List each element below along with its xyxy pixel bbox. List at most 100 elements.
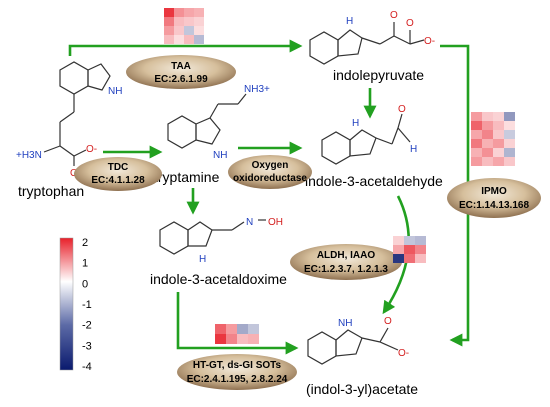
heatmap-taa-cell (184, 8, 194, 17)
color-scale-tick-label: 0 (82, 278, 88, 290)
indole-3-acetaldehyde-label: indole-3-acetaldehyde (305, 173, 443, 189)
heatmap-ipmo-cell (504, 148, 515, 157)
heatmap-ipmo-cell (471, 148, 482, 157)
tryptophan-label: tryptophan (18, 183, 84, 199)
iaald-o-atom: O (398, 104, 406, 115)
heatmap-htgt-cell (226, 334, 237, 344)
heatmap-taa-cell (174, 8, 184, 17)
heatmap-ipmo-cell (504, 139, 515, 148)
heatmap-taa-cell (164, 35, 174, 44)
heatmap-ipmo-cell (471, 121, 482, 130)
indolepyruvate-o-minus-atom: O- (424, 36, 435, 47)
heatmap-htgt-cell (237, 334, 248, 344)
enzyme-taa-ec: EC:2.6.1.99 (154, 74, 208, 85)
indole-3-acetaldoxime-label: indole-3-acetaldoxime (150, 271, 287, 287)
enzyme-htgt-ec: EC:2.4.1.195, 2.8.2.24 (187, 374, 288, 385)
heatmap-aldh-iaao-cell (415, 254, 426, 263)
heatmap-ipmo-cell (482, 112, 493, 121)
heatmap-taa-cell (164, 17, 174, 26)
enzyme-ipmo: IPMO EC:1.14.13.168 (447, 178, 541, 218)
heatmap-ipmo-cell (493, 121, 504, 130)
enzyme-taa-name: TAA (171, 61, 191, 72)
heatmap-taa-cell (164, 8, 174, 17)
heatmap-ipmo-cell (504, 112, 515, 121)
iaox-n-atom: N (246, 217, 253, 228)
iaa-o-minus-atom: O- (398, 348, 409, 359)
enzyme-aldh-iaao-name: ALDH, IAAO (317, 250, 376, 261)
heatmap-ipmo-cell (471, 139, 482, 148)
heatmap-ipmo-cell (493, 157, 504, 166)
heatmap-htgt-cell (248, 324, 259, 334)
heatmap-taa (164, 8, 204, 44)
tryptamine-nh-atom: NH (213, 150, 227, 161)
iaox-oh-atom: OH (268, 217, 283, 228)
heatmap-ipmo-cell (504, 130, 515, 139)
heatmap-ipmo-cell (482, 139, 493, 148)
enzyme-oxidoreductase-line2: oxidoreductase (233, 173, 307, 184)
tryptophan-h3n-atom: +H3N (16, 150, 42, 161)
heatmap-htgt-cell (237, 324, 248, 334)
heatmap-aldh-iaao-cell (415, 245, 426, 254)
heatmap-ipmo-cell (493, 139, 504, 148)
tryptophan-nh-atom: NH (108, 86, 122, 97)
color-scale-tick-label: -1 (82, 299, 92, 311)
color-scale-bar (59, 237, 74, 371)
heatmap-taa-cell (174, 17, 184, 26)
heatmap-ipmo-cell (471, 157, 482, 166)
heatmap-ipmo (471, 112, 515, 166)
heatmap-taa-cell (184, 17, 194, 26)
color-scale-tick-label: -4 (82, 361, 92, 373)
enzyme-tdc: TDC EC:4.1.1.28 (74, 157, 162, 191)
tryptophan-o-minus-atom: O- (86, 144, 97, 155)
heatmap-taa-cell (164, 26, 174, 35)
heatmap-ipmo-cell (493, 130, 504, 139)
heatmap-taa-cell (194, 26, 204, 35)
heatmap-taa-cell (174, 35, 184, 44)
heatmap-taa-cell (194, 17, 204, 26)
heatmap-taa-cell (184, 26, 194, 35)
enzyme-taa: TAA EC:2.6.1.99 (126, 55, 236, 89)
iaa-o-atom: O (384, 316, 392, 327)
heatmap-taa-cell (194, 8, 204, 17)
tryptophan-structure (43, 61, 111, 166)
tryptamine-nh3-atom: NH3+ (244, 84, 270, 95)
heatmap-aldh-iaao (393, 236, 426, 263)
arrow-iaox-to-iaa (176, 292, 299, 355)
heatmap-aldh-iaao-cell (404, 236, 415, 245)
tryptamine-label: tryptamine (154, 169, 220, 185)
heatmap-aldh-iaao-cell (393, 254, 404, 263)
heatmap-ipmo-cell (504, 121, 515, 130)
indolepyruvate-label: indolepyruvate (333, 67, 424, 83)
indol-3-yl-acetate-label: (indol-3-yl)acetate (306, 381, 418, 397)
indolepyruvate-h-atom: H (346, 16, 353, 27)
iaox-h-atom: H (199, 254, 206, 265)
heatmap-aldh-iaao-cell (404, 254, 415, 263)
heatmap-ipmo-cell (482, 121, 493, 130)
heatmap-htgt-cell (226, 324, 237, 334)
enzyme-oxidoreductase-line1: Oxygen (252, 160, 289, 171)
heatmap-ipmo-cell (482, 130, 493, 139)
enzyme-tdc-ec: EC:4.1.1.28 (91, 175, 145, 186)
color-scale-legend: 210-1-2-3-4 (59, 237, 92, 373)
color-scale-ticks: 210-1-2-3-4 (82, 237, 92, 373)
indole-3-acetaldoxime-structure (159, 219, 266, 255)
enzyme-htgt: HT-GT, ds-GI SOTs EC:2.4.1.195, 2.8.2.24 (177, 354, 297, 390)
enzyme-ipmo-name: IPMO (481, 186, 507, 197)
heatmap-htgt-cell (248, 334, 259, 344)
enzyme-oxygen-oxidoreductase: Oxygen oxidoreductase (228, 155, 312, 189)
color-scale-tick-label: 2 (82, 237, 88, 249)
color-scale-tick-label: -3 (82, 340, 92, 352)
enzyme-aldh-iaao: ALDH, IAAO EC:1.2.3.7, 1.2.1.3 (290, 244, 402, 280)
heatmap-aldh-iaao-cell (393, 236, 404, 245)
heatmap-aldh-iaao-cell (404, 245, 415, 254)
color-scale-tick-label: -2 (82, 320, 92, 332)
heatmap-taa-cell (184, 35, 194, 44)
heatmap-ipmo-cell (493, 148, 504, 157)
indolepyruvate-o-atom-1: O (390, 10, 398, 21)
arrow-tryptophan-to-indolepyruvate (68, 39, 303, 56)
heatmap-aldh-iaao-cell (415, 236, 426, 245)
enzyme-ipmo-ec: EC:1.14.13.168 (459, 200, 529, 211)
tryptophan-o-atom: O (70, 168, 78, 179)
iaa-nh-atom: NH (338, 318, 352, 329)
